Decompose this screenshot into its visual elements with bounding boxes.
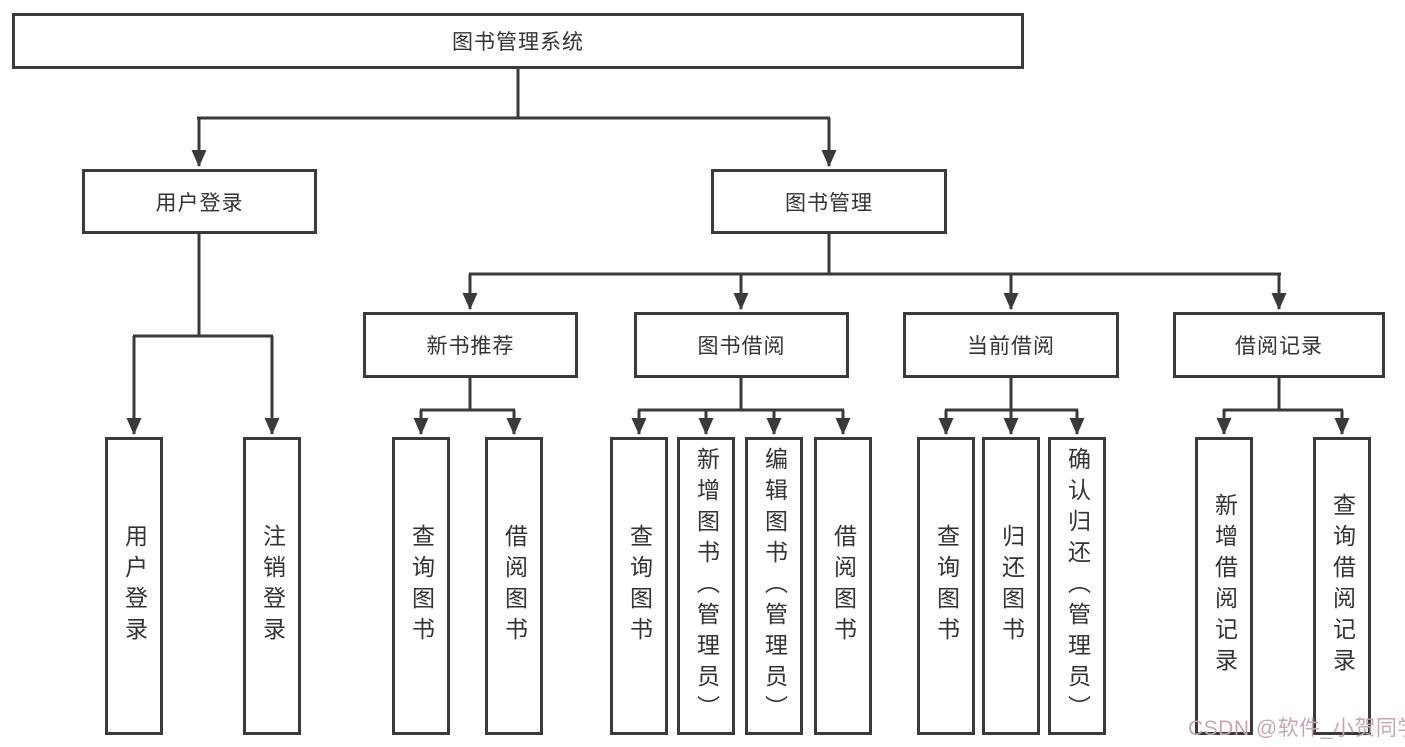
node-current-borrowing: 当前借阅: [903, 312, 1119, 378]
leaf-return-books: 归还图书: [982, 437, 1040, 735]
node-new-book-recommend: 新书推荐: [363, 312, 578, 378]
csdn-watermark: CSDN @软件_小贺同学: [1188, 717, 1405, 740]
leaf-query-books-2: 查询图书: [610, 437, 668, 735]
leaf-query-books-3: 查询图书: [917, 437, 975, 735]
node-book-borrowing: 图书借阅: [634, 312, 849, 378]
leaf-query-borrow-record: 查询借阅记录: [1313, 437, 1371, 735]
leaf-confirm-return-admin: 确认归还（管理员）: [1048, 437, 1106, 735]
leaf-query-books-1: 查询图书: [392, 437, 450, 735]
leaf-logout: 注销登录: [243, 437, 301, 735]
leaf-borrow-books-1: 借阅图书: [485, 437, 543, 735]
node-root-system: 图书管理系统: [12, 13, 1024, 69]
node-borrow-records: 借阅记录: [1173, 312, 1385, 378]
leaf-add-borrow-record: 新增借阅记录: [1195, 437, 1253, 735]
leaf-borrow-books-2: 借阅图书: [814, 437, 872, 735]
node-user-login: 用户登录: [82, 169, 317, 234]
node-book-management: 图书管理: [711, 169, 947, 234]
leaf-add-books-admin: 新增图书（管理员）: [677, 437, 735, 735]
leaf-user-login: 用户登录: [105, 437, 163, 735]
leaf-edit-books-admin: 编辑图书（管理员）: [745, 437, 803, 735]
